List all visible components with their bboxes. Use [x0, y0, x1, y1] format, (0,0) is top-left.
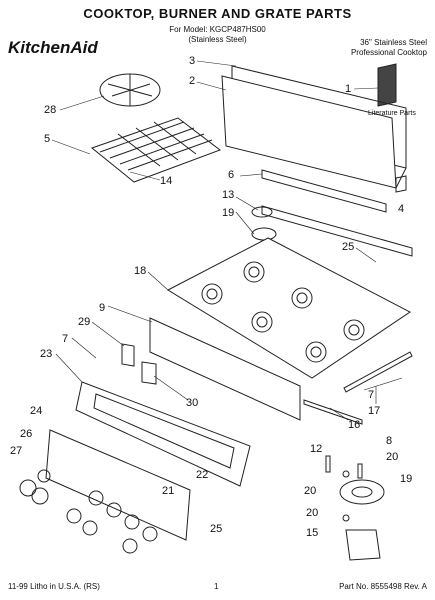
screw-a	[342, 470, 350, 478]
backguard-front	[221, 75, 397, 189]
callout-12: 12	[310, 443, 322, 455]
callout-20-c: 20	[306, 507, 318, 519]
model-finish: (Stainless Steel)	[188, 35, 247, 44]
callout-20-b: 20	[304, 485, 316, 497]
brand-logo: KitchenAid	[8, 38, 98, 57]
burner-cap	[251, 206, 273, 218]
footer-page-number: 1	[214, 582, 219, 591]
callout-26: 26	[20, 428, 32, 440]
callout-9: 9	[99, 302, 105, 314]
callout-19-top: 19	[222, 207, 234, 219]
burner-assembly	[339, 479, 385, 505]
footer-part-number: Part No. 8555498 Rev. A	[339, 582, 427, 591]
callout-16: 16	[348, 419, 360, 431]
product-line-1: 36" Stainless Steel	[360, 38, 427, 47]
callout-17: 17	[368, 405, 380, 417]
rear-rail	[261, 205, 413, 257]
callout-20-a: 20	[386, 451, 398, 463]
callout-8: 8	[386, 435, 392, 447]
callout-22: 22	[196, 469, 208, 481]
callout-1: 1	[345, 83, 351, 95]
side-trim	[343, 351, 413, 393]
bracket-left	[121, 343, 135, 367]
burner-rings	[201, 261, 365, 363]
mounting-screw	[395, 175, 407, 193]
callout-labels: 3 2 1 28 5 6 14 4 13 19 25 18 9 29 7 23 …	[10, 55, 412, 539]
callout-23: 23	[40, 348, 52, 360]
callout-7-right: 7	[368, 389, 374, 401]
front-rail	[303, 399, 363, 425]
callout-4: 4	[398, 203, 404, 215]
cooktop-surface	[166, 237, 411, 379]
callout-15: 15	[306, 527, 318, 539]
callout-13: 13	[222, 189, 234, 201]
callout-6: 6	[228, 169, 234, 181]
callout-28: 28	[44, 104, 56, 116]
burner-base	[345, 529, 381, 561]
model-number: For Model: KGCP487HS00	[169, 25, 266, 34]
callout-27: 27	[10, 445, 22, 457]
burner-grate	[90, 117, 222, 183]
callout-24: 24	[30, 405, 42, 417]
callout-19-bottom: 19	[400, 473, 412, 485]
burner-head	[251, 227, 277, 241]
igniter	[325, 455, 331, 473]
callout-25-bottom: 25	[210, 523, 222, 535]
callout-30: 30	[186, 397, 198, 409]
control-knobs	[19, 469, 158, 554]
knob-plate	[45, 429, 191, 541]
literature-parts-label: Literature Parts	[368, 110, 416, 117]
callout-3: 3	[189, 55, 195, 67]
callout-18: 18	[134, 265, 146, 277]
control-panel	[75, 381, 251, 487]
screw-b	[342, 514, 350, 522]
trim-strip	[261, 169, 387, 213]
page-title: COOKTOP, BURNER AND GRATE PARTS	[83, 6, 352, 21]
callout-7-left: 7	[62, 333, 68, 345]
bracket-right	[141, 361, 157, 385]
literature-booklet	[377, 63, 397, 107]
callout-29: 29	[78, 316, 90, 328]
model-info: For Model: KGCP487HS00 (Stainless Steel)	[0, 25, 435, 45]
product-description: 36" Stainless Steel Professional Cooktop	[351, 38, 427, 58]
callout-14: 14	[160, 175, 172, 187]
footer-litho: 11-99 Litho in U.S.A. (RS)	[8, 582, 100, 591]
product-line-2: Professional Cooktop	[350, 48, 427, 57]
callout-25-top: 25	[342, 241, 354, 253]
callout-5: 5	[44, 133, 50, 145]
electrode	[357, 463, 363, 479]
callout-2: 2	[189, 75, 195, 87]
manifold-panel	[149, 317, 301, 421]
callout-21: 21	[162, 485, 174, 497]
